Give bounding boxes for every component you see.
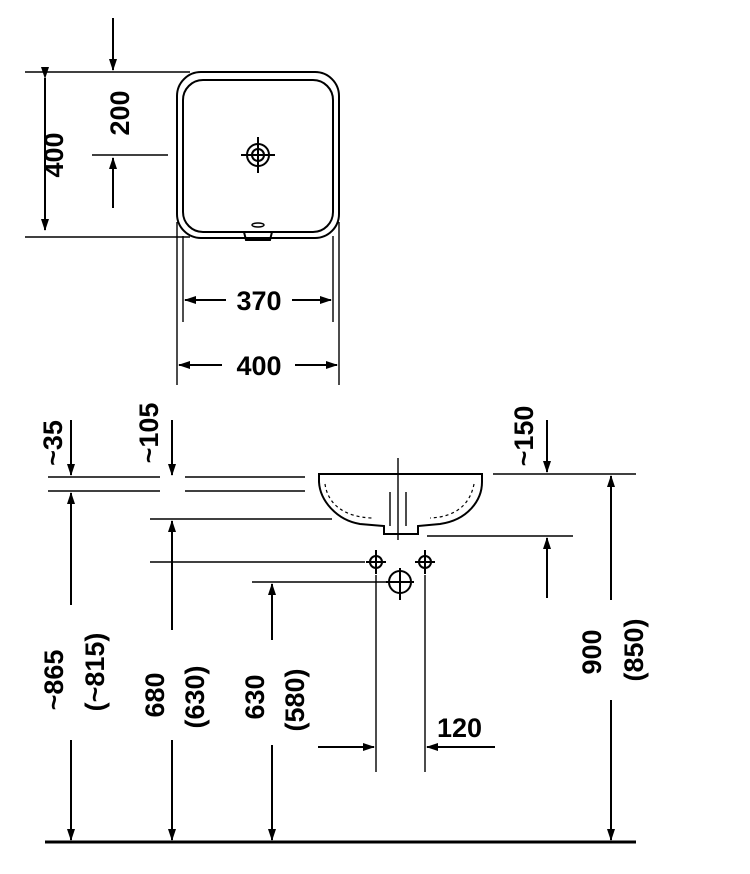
basin-section [318,458,483,540]
side-view: ~35 ~105 ~150 ~865 (~815) 680 (630) 630 … [38,403,649,844]
dim-pipe-spacing: 120 [437,713,482,743]
dim-height-waste: 630 [240,674,270,719]
basin-outer-outline [176,71,340,239]
dim-height-supply-alt: (630) [180,665,210,728]
dim-height-outlet-alt: (~815) [80,633,110,712]
supply-right-symbol [415,550,435,574]
dim-bowl-gap: ~105 [134,403,164,464]
dim-height-supply: 680 [140,672,170,717]
overflow-notch [243,231,273,241]
dim-inner-width: 370 [236,286,281,316]
drain-symbol [241,137,275,173]
dim-height-waste-alt: (580) [280,668,310,731]
dim-outer-width: 400 [236,351,281,381]
dim-height-rim-alt: (850) [619,618,649,681]
dim-height-outlet: ~865 [39,650,69,711]
overflow-hole [251,222,265,228]
dim-height-rim: 900 [577,629,607,674]
top-view: 400 200 370 400 [25,18,340,385]
dim-trap-gap: ~150 [509,406,539,467]
waste-symbol [386,568,414,600]
supply-left-symbol [366,550,386,574]
basin-inner-outline [182,79,334,233]
dim-drain-offset: 200 [105,90,135,135]
dim-depth-total: 400 [39,132,69,177]
dim-rim-gap-left: ~35 [38,420,68,466]
